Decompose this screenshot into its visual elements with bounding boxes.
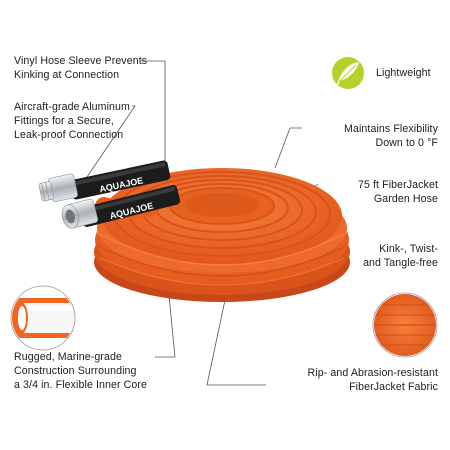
hose-sleeves: [69, 160, 181, 227]
fabric-swatch-icon: [372, 292, 438, 358]
callout-fabric: Rip- and Abrasion-resistant FiberJacket …: [307, 367, 438, 393]
callout-kink-free: Kink-, Twist- and Tangle-free: [363, 243, 438, 269]
callout-flexibility: Maintains Flexibility Down to 0 °F: [344, 123, 438, 149]
callout-vinyl-sleeve: Vinyl Hose Sleeve Prevents Kinking at Co…: [14, 55, 148, 81]
callout-aluminum-fittings: Aircraft-grade Aluminum Fittings for a S…: [14, 101, 130, 141]
callout-hose-length: 75 ft FiberJacket Garden Hose: [357, 179, 438, 205]
callout-inner-core: Rugged, Marine-grade Construction Surrou…: [14, 351, 148, 391]
leader-lines: [84, 60, 319, 386]
hose-coil: [94, 168, 350, 302]
callout-lightweight: Lightweight: [376, 67, 431, 79]
hose-cross-section-icon: [10, 285, 76, 351]
feather-icon: [332, 57, 364, 89]
aluminum-fittings: [38, 173, 99, 229]
